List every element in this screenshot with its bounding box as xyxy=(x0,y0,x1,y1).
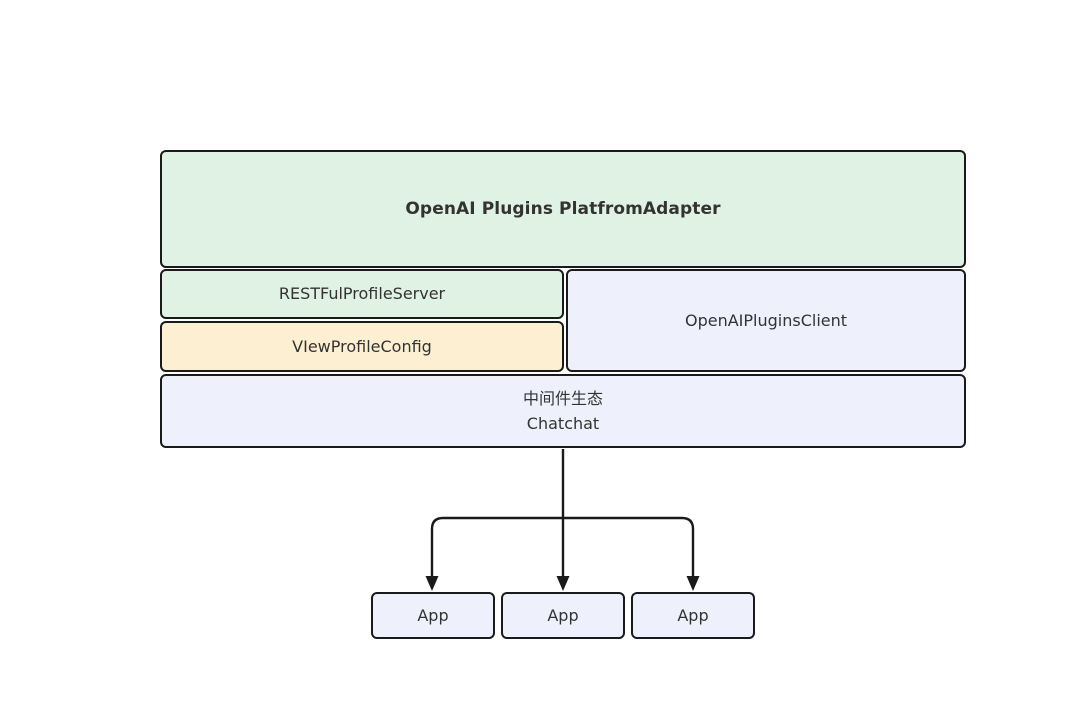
node-label: VIewProfileConfig xyxy=(292,336,432,356)
arrowhead-middle xyxy=(556,576,570,591)
branch-right-path xyxy=(563,516,695,579)
node-label: OpenAIPluginsClient xyxy=(684,310,848,330)
node-label: App xyxy=(677,605,709,625)
node-label: RESTFulProfileServer xyxy=(278,284,446,304)
node-label: App xyxy=(417,605,449,625)
node-label: App xyxy=(547,605,579,625)
node-label: OpenAI Plugins PlatfromAdapter xyxy=(405,198,721,219)
branch-left-path xyxy=(430,516,563,579)
node-label-line-1: 中间件生态 xyxy=(522,388,603,408)
node-label-line-2: Chatchat xyxy=(526,414,600,433)
arrowhead-left xyxy=(425,576,439,591)
node-openai-plugins-client[interactable]: OpenAIPluginsClient xyxy=(566,269,966,372)
node-app-1[interactable]: App xyxy=(371,592,495,639)
node-app-2[interactable]: App xyxy=(501,592,625,639)
node-app-3[interactable]: App xyxy=(631,592,755,639)
node-view-profile-config[interactable]: VIewProfileConfig xyxy=(160,321,564,372)
node-restful-profile-server[interactable]: RESTFulProfileServer xyxy=(160,269,564,319)
node-middleware-ecosystem[interactable]: 中间件生态 Chatchat xyxy=(160,374,966,448)
arrowhead-right xyxy=(686,576,700,591)
node-openai-plugins-platform-adapter[interactable]: OpenAI Plugins PlatfromAdapter xyxy=(160,150,966,268)
